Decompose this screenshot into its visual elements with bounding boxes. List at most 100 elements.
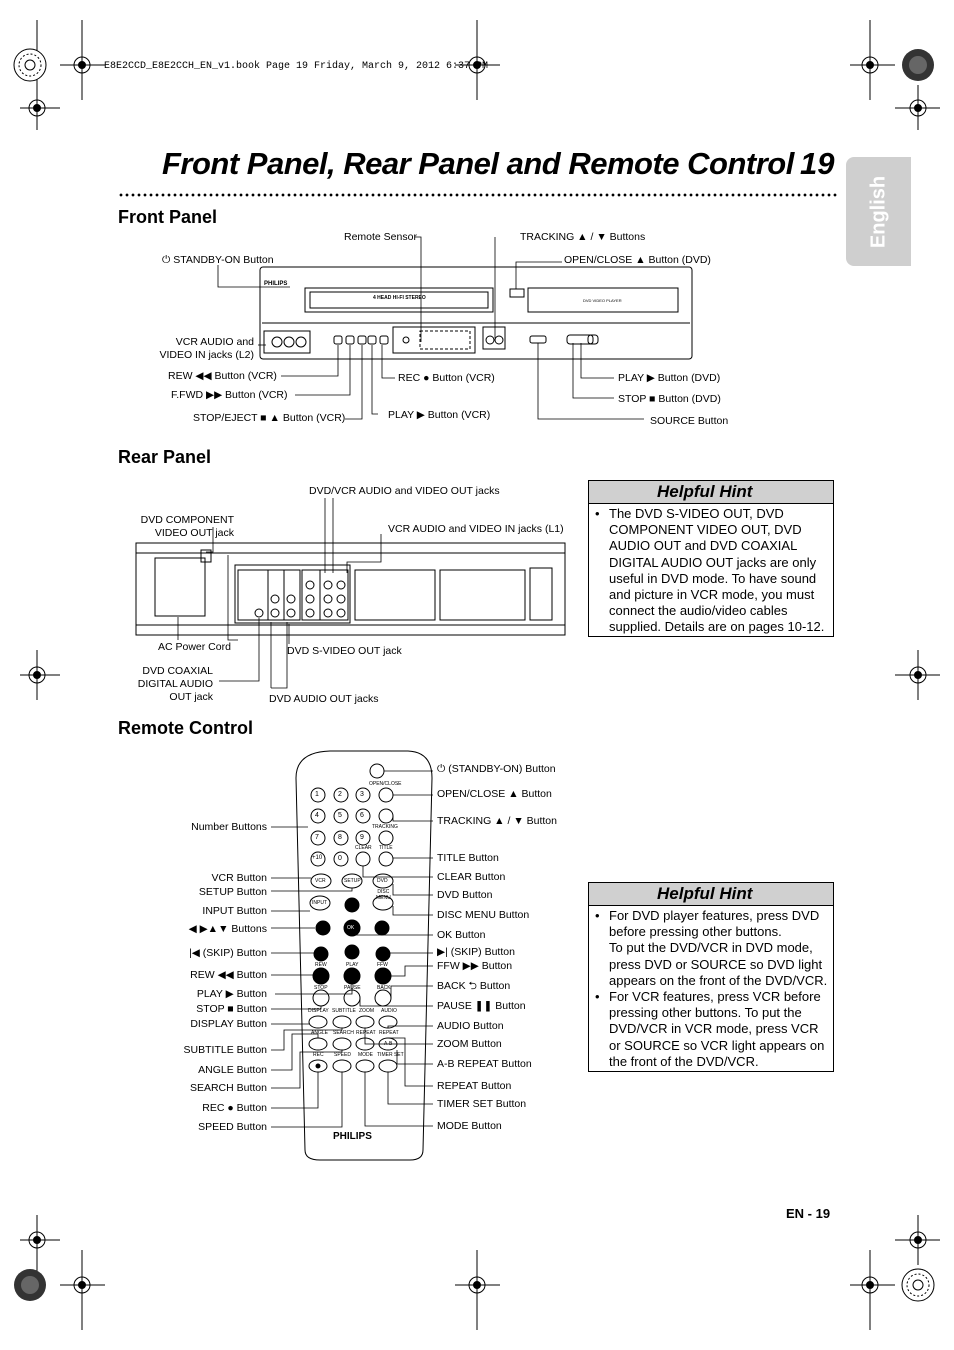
key-digit-9[interactable]: 9 xyxy=(360,834,364,841)
key-dvd[interactable]: DVD xyxy=(377,878,388,884)
key-vcr[interactable]: VCR xyxy=(315,878,326,884)
key-ok[interactable]: OK xyxy=(347,925,355,931)
footer-page-label: EN - 19 xyxy=(786,1206,831,1221)
label-search-button: SEARCH Button xyxy=(189,1082,267,1094)
label-mode-button: MODE Button xyxy=(437,1120,502,1132)
label-rec-vcr: REC ● Button (VCR) xyxy=(398,372,495,384)
helpful-hint-rear: Helpful Hint The DVD S-VIDEO OUT, DVD CO… xyxy=(588,480,834,637)
label-ffwd-vcr: F.FWD ▶▶ Button (VCR) xyxy=(171,389,288,401)
key-clear-label: CLEAR xyxy=(355,845,372,851)
key-ab[interactable]: A-B xyxy=(384,1041,393,1047)
label-ab-repeat-button: A-B REPEAT Button xyxy=(437,1058,532,1070)
label-zoom-button: ZOOM Button xyxy=(437,1038,502,1050)
key-pause-label: PAUSE xyxy=(344,985,361,991)
key-repeat2-label: REPEAT xyxy=(379,1030,399,1036)
label-dvd-svideo-out: DVD S-VIDEO OUT jack xyxy=(287,645,402,657)
key-setup[interactable]: SETUP xyxy=(344,878,361,884)
key-rew-label: REW xyxy=(315,962,327,968)
hint-heading: Helpful Hint xyxy=(589,883,833,906)
key-digit-7[interactable]: 7 xyxy=(315,834,319,841)
hint-heading: Helpful Hint xyxy=(589,481,833,504)
remote-control-heading: Remote Control xyxy=(118,718,253,738)
label-angle-button: ANGLE Button xyxy=(198,1064,267,1076)
label-vcr-button: VCR Button xyxy=(211,872,267,884)
key-input[interactable]: INPUT xyxy=(312,900,327,906)
label-vcr-av-in-l1: VCR AUDIO and VIDEO IN jacks (L1) xyxy=(388,523,564,535)
label-dvd-coaxial-out: DVD COAXIAL DIGITAL AUDIO OUT jack xyxy=(137,665,213,703)
key-plus10[interactable]: +10 xyxy=(312,855,323,861)
key-digit-1[interactable]: 1 xyxy=(315,791,319,798)
key-digit-0[interactable]: 0 xyxy=(338,855,342,862)
key-digit-5[interactable]: 5 xyxy=(338,812,342,819)
key-mode-label: MODE xyxy=(358,1052,373,1058)
label-rew-button: REW ◀◀ Button xyxy=(190,969,267,981)
label-timer-set-button: TIMER SET Button xyxy=(437,1098,527,1110)
label-audio-button: AUDIO Button xyxy=(437,1020,504,1032)
key-digit-4[interactable]: 4 xyxy=(315,812,319,819)
label-back-button: BACK ⮌ Button xyxy=(437,980,511,992)
label-arrow-buttons: ◀ ▶▲▼ Buttons xyxy=(188,923,267,935)
front-panel-brand-logo: PHILIPS xyxy=(264,281,288,287)
label-dvd-vcr-av-out: DVD/VCR AUDIO and VIDEO OUT jacks xyxy=(309,485,500,497)
label-tracking: TRACKING ▲ / ▼ Buttons xyxy=(520,231,646,243)
label-setup-button: SETUP Button xyxy=(198,886,267,898)
key-angle-label: ANGLE xyxy=(311,1030,328,1036)
label-rec-button: REC ● Button xyxy=(202,1102,267,1114)
label-disc-menu-button: DISC MENU Button xyxy=(437,909,530,921)
language-tab-label: English xyxy=(867,175,889,248)
label-standby-on-remote: ⏻ (STANDBY-ON) Button xyxy=(437,763,556,775)
label-number-buttons: Number Buttons xyxy=(191,821,267,833)
key-stop-label: STOP xyxy=(314,985,328,991)
key-rec-label: REC xyxy=(313,1052,324,1058)
label-stop-button: STOP ■ Button xyxy=(196,1003,267,1015)
label-ok-button: OK Button xyxy=(437,929,486,941)
label-speed-button: SPEED Button xyxy=(198,1121,267,1133)
key-digit-8[interactable]: 8 xyxy=(338,834,342,841)
key-open-close-label: OPEN/CLOSE xyxy=(369,781,402,787)
label-rew-vcr: REW ◀◀ Button (VCR) xyxy=(168,370,277,382)
label-vcr-av-in-l2: VCR AUDIO and VIDEO IN jacks (L2) xyxy=(159,336,254,361)
rear-panel-heading: Rear Panel xyxy=(118,447,212,467)
key-timer-set-label: TIMER SET xyxy=(377,1052,404,1058)
key-digit-3[interactable]: 3 xyxy=(360,791,364,798)
title-dotted-rule xyxy=(118,193,838,197)
key-digit-6[interactable]: 6 xyxy=(360,812,364,819)
label-input-button: INPUT Button xyxy=(202,905,267,917)
label-open-close-dvd: OPEN/CLOSE ▲ Button (DVD) xyxy=(564,254,711,266)
label-repeat-button: REPEAT Button xyxy=(437,1080,512,1092)
key-search-label: SEARCH xyxy=(333,1030,354,1036)
key-disc-menu[interactable]: DISC MENU xyxy=(376,889,391,901)
skip-back-icon: |◀ xyxy=(189,947,203,959)
key-display-label: DISPLAY xyxy=(308,1008,329,1014)
hint-item: For DVD player features, press DVD befor… xyxy=(595,908,829,989)
vcr-badge: 4 HEAD HI-FI STEREO xyxy=(373,295,426,301)
hint-item: The DVD S-VIDEO OUT, DVD COMPONENT VIDEO… xyxy=(595,506,829,636)
label-standby-on: ⏻ STANDBY-ON Button xyxy=(162,254,274,266)
key-title-label: TITLE xyxy=(379,845,393,851)
key-play-label: PLAY xyxy=(346,962,359,968)
key-audio-label: AUDIO xyxy=(381,1008,397,1014)
key-zoom-label: ZOOM xyxy=(359,1008,374,1014)
key-repeat-label: REPEAT xyxy=(356,1030,376,1036)
key-digit-2[interactable]: 2 xyxy=(338,791,342,798)
label-clear-button: CLEAR Button xyxy=(437,871,506,883)
label-dvd-button: DVD Button xyxy=(437,889,493,901)
label-pause-button: PAUSE ❚❚ Button xyxy=(437,1000,526,1012)
dvd-badge: DVD VIDEO PLAYER xyxy=(583,298,622,303)
front-panel-heading: Front Panel xyxy=(118,207,218,227)
label-skip-back: |◀ (SKIP) Button xyxy=(189,947,267,959)
label-play-vcr: PLAY ▶ Button (VCR) xyxy=(388,409,491,421)
helpful-hint-remote: Helpful Hint For DVD player features, pr… xyxy=(588,882,834,1072)
remote-brand-logo: PHILIPS xyxy=(333,1131,372,1142)
label-dvd-component-out: DVD COMPONENT VIDEO OUT jack xyxy=(140,514,234,539)
power-icon: ⏻ xyxy=(162,254,174,266)
key-subtitle-label: SUBTITLE xyxy=(332,1008,356,1014)
label-source: SOURCE Button xyxy=(650,415,729,427)
label-skip-fwd: ▶| (SKIP) Button xyxy=(437,946,515,958)
page-title: Front Panel, Rear Panel and Remote Contr… xyxy=(162,146,794,181)
label-ffw-button: FFW ▶▶ Button xyxy=(437,960,513,972)
label-play-dvd: PLAY ▶ Button (DVD) xyxy=(618,372,721,384)
key-tracking-label: TRACKING xyxy=(372,824,398,830)
label-display-button: DISPLAY Button xyxy=(190,1018,267,1030)
key-ffw-label: FFW xyxy=(377,962,388,968)
